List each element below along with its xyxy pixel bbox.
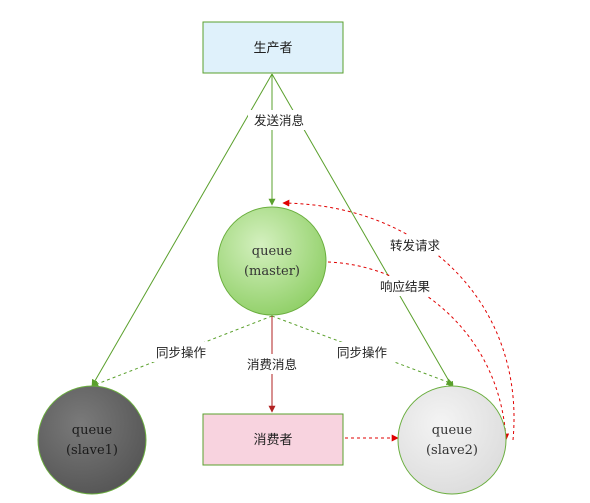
edge-response-result: [327, 261, 510, 441]
consumer-label: 消费者: [253, 433, 292, 448]
master-queue-node: queue (master): [217, 206, 327, 316]
sync-left-label: 同步操作: [156, 345, 207, 360]
send-message-label: 发送消息: [254, 113, 304, 128]
slave1-queue-node: queue (slave1): [37, 385, 147, 495]
master-queue-line2: (master): [244, 264, 300, 279]
sync-right-label: 同步操作: [337, 345, 388, 360]
slave1-queue-line2: (slave1): [66, 443, 118, 458]
slave2-queue-node: queue (slave2): [397, 385, 507, 495]
master-queue-line1: queue: [252, 244, 293, 259]
slave2-queue-line1: queue: [432, 423, 473, 438]
consume-message-label: 消费消息: [247, 357, 297, 372]
consumer-node: 消费者: [202, 413, 344, 466]
response-result-label: 响应结果: [380, 279, 431, 294]
slave2-queue-line2: (slave2): [426, 443, 478, 458]
producer-node: 生产者: [202, 21, 344, 74]
slave1-queue-line1: queue: [72, 423, 113, 438]
producer-label: 生产者: [253, 41, 292, 56]
edge-forward-request: [282, 199, 515, 441]
forward-request-label: 转发请求: [390, 238, 441, 253]
edge-producer-to-slave1: [91, 73, 273, 387]
